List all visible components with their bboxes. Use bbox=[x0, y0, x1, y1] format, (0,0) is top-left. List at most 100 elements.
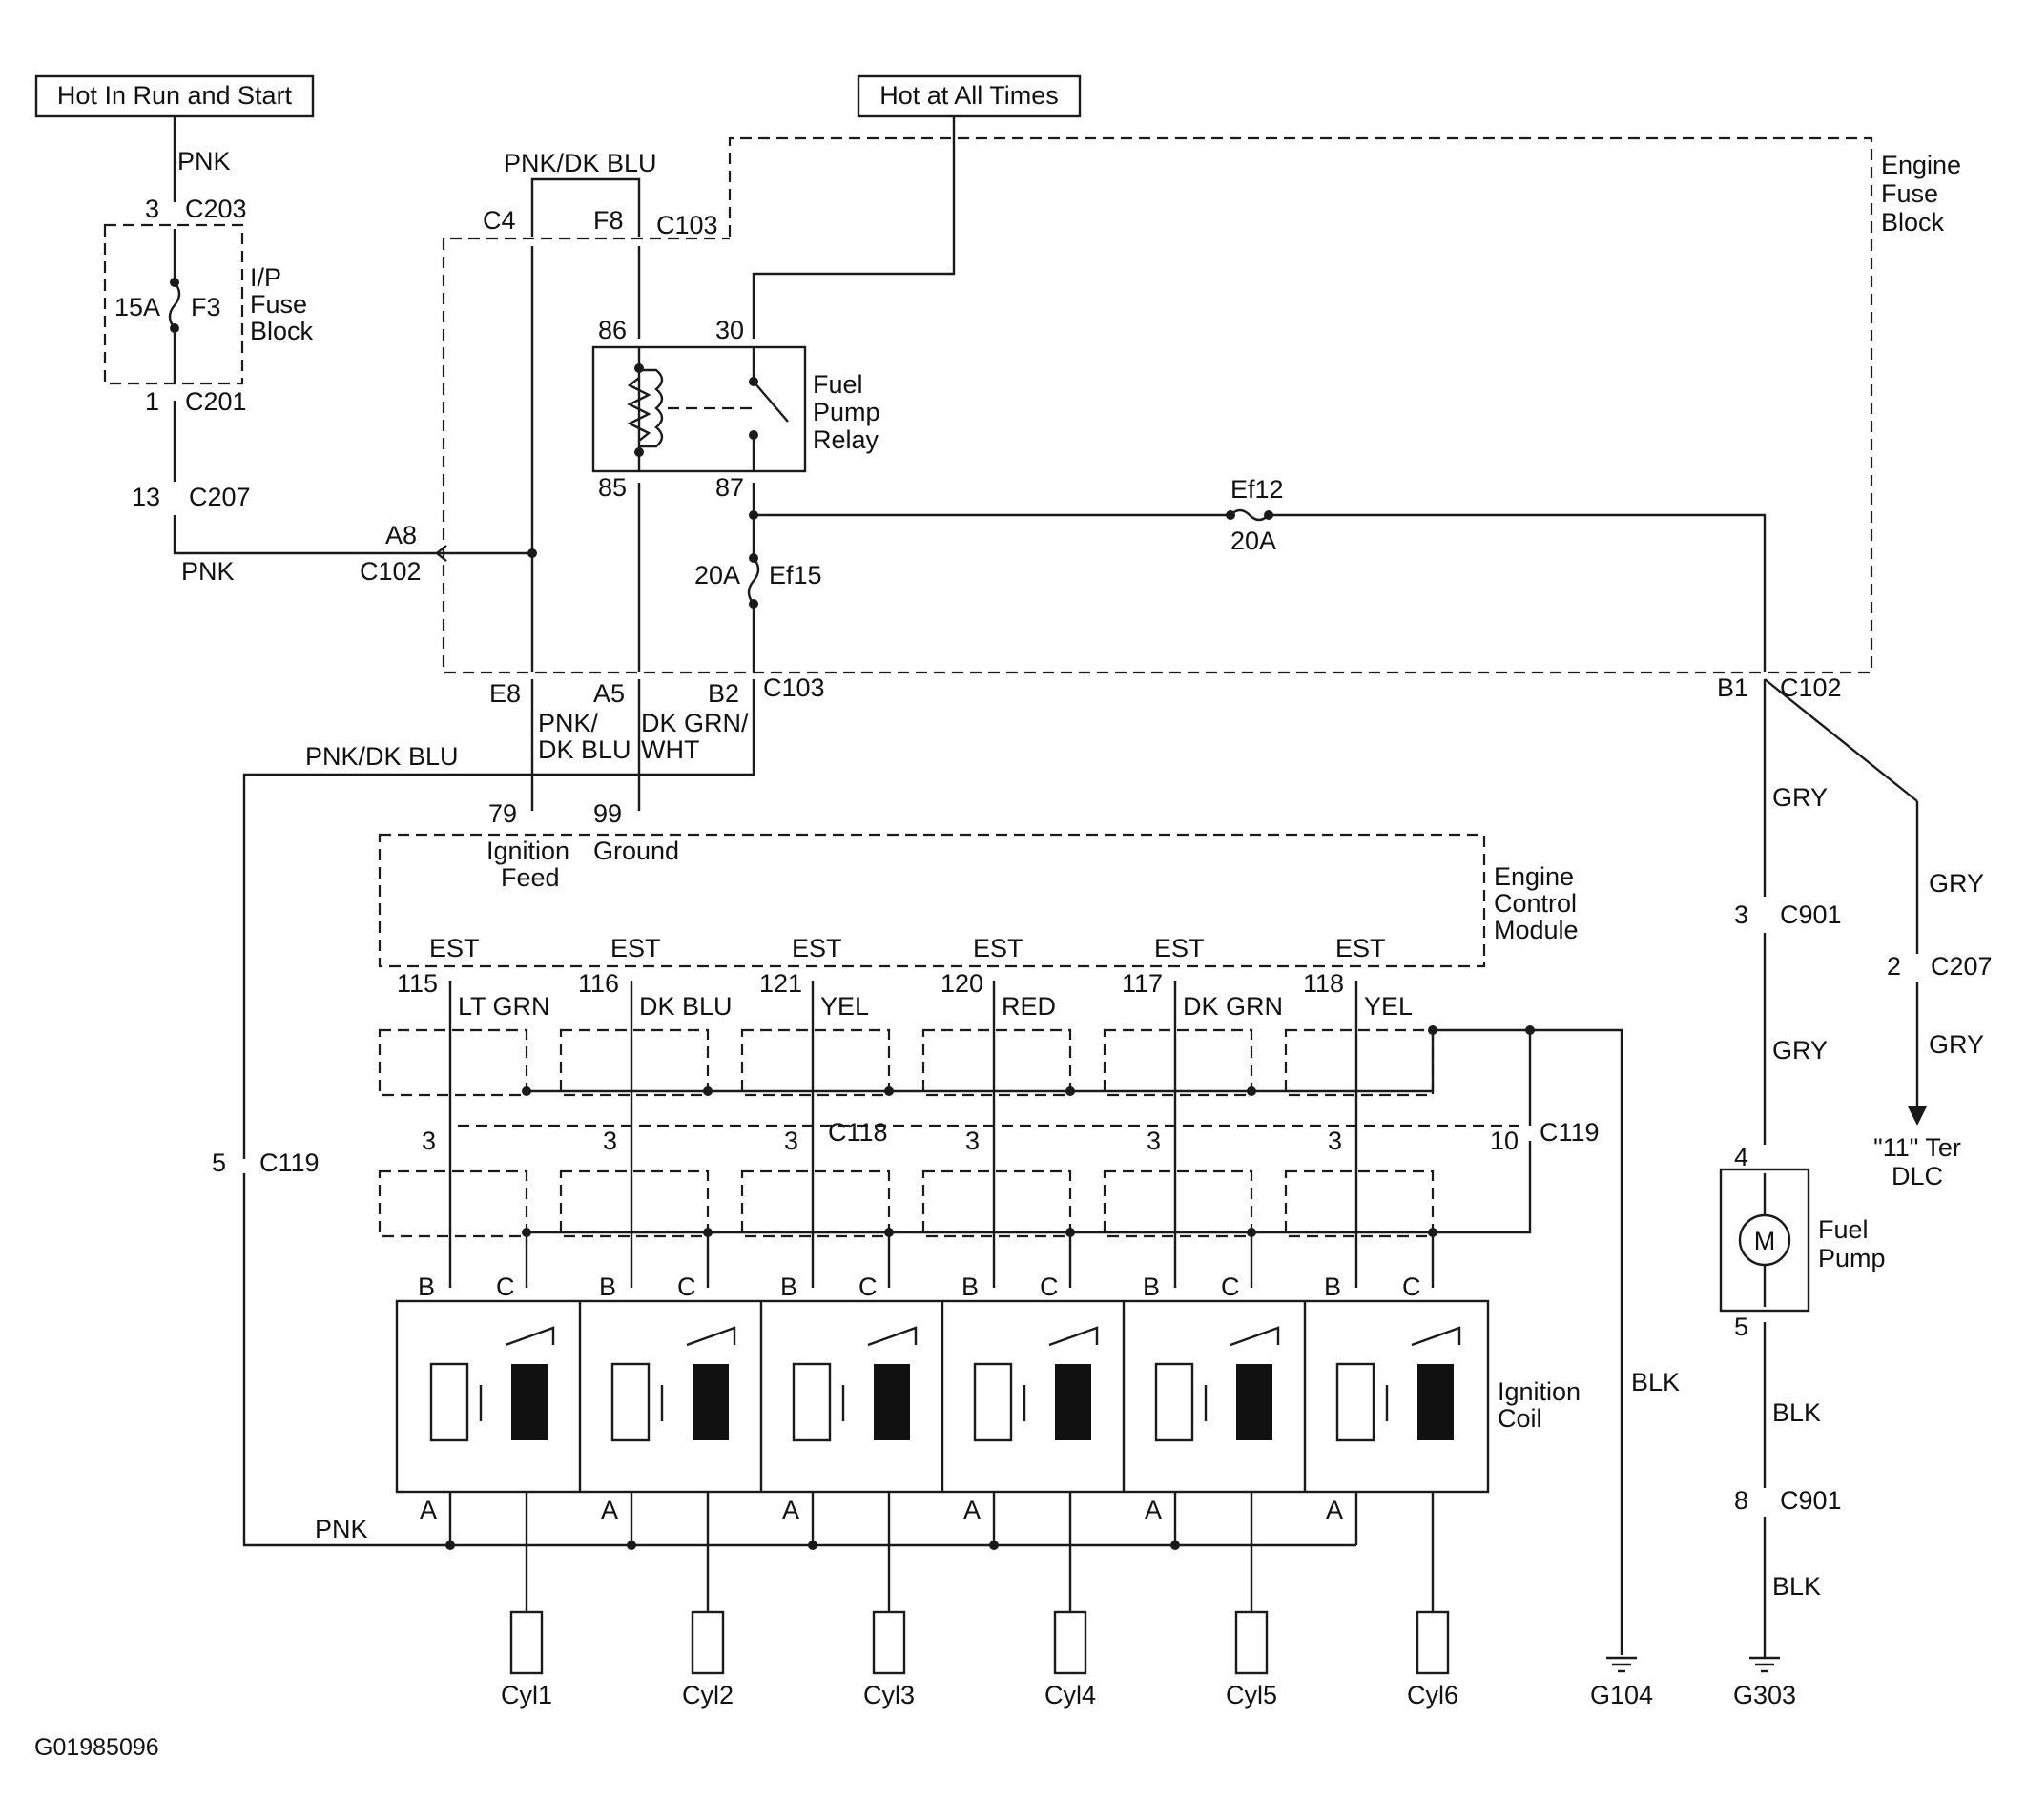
svg-text:C102: C102 bbox=[360, 557, 422, 586]
svg-text:F8: F8 bbox=[593, 206, 624, 235]
svg-text:BLK: BLK bbox=[1772, 1572, 1821, 1601]
svg-text:30: 30 bbox=[715, 316, 744, 344]
power-box-all-times bbox=[857, 74, 1082, 118]
svg-text:B: B bbox=[599, 1272, 616, 1301]
svg-text:B1: B1 bbox=[1717, 673, 1748, 702]
svg-text:85: 85 bbox=[598, 473, 627, 502]
svg-text:YEL: YEL bbox=[1364, 992, 1413, 1021]
svg-text:C207: C207 bbox=[1931, 952, 1993, 981]
svg-text:A: A bbox=[420, 1496, 437, 1524]
ignition-coil-1: B C A bbox=[418, 1272, 555, 1524]
svg-text:PNK: PNK bbox=[181, 557, 235, 586]
svg-text:DK GRN/: DK GRN/ bbox=[641, 709, 749, 737]
svg-text:10: 10 bbox=[1490, 1127, 1519, 1155]
svg-text:E8: E8 bbox=[489, 679, 521, 708]
svg-text:C: C bbox=[858, 1272, 878, 1301]
svg-text:C118: C118 bbox=[828, 1118, 888, 1147]
svg-text:C119: C119 bbox=[1540, 1118, 1600, 1147]
svg-text:GRY: GRY bbox=[1929, 869, 1984, 898]
ground-g104: BLK G104 bbox=[1590, 1368, 1680, 1709]
ignition-coil-block: Ignition Coil bbox=[395, 1299, 1581, 1494]
svg-text:Relay: Relay bbox=[813, 425, 879, 454]
svg-text:Ground: Ground bbox=[593, 837, 679, 865]
svg-text:F3: F3 bbox=[191, 293, 221, 321]
svg-text:Block: Block bbox=[250, 317, 314, 345]
svg-text:3: 3 bbox=[965, 1127, 980, 1155]
jumper-c4-f8: PNK/DK BLU C4 F8 C103 bbox=[483, 149, 718, 672]
svg-text:DK GRN: DK GRN bbox=[1183, 992, 1283, 1021]
svg-text:A: A bbox=[601, 1496, 618, 1524]
fuse-ef12-label: Ef12 bbox=[1230, 475, 1284, 504]
svg-text:C203: C203 bbox=[185, 195, 247, 223]
svg-text:I/P: I/P bbox=[250, 263, 281, 292]
engine-control-module: 79 99 Ignition Feed Ground Engine Contro… bbox=[378, 799, 1579, 968]
ignition-coil-5: B C A bbox=[1143, 1272, 1280, 1524]
svg-text:DK BLU: DK BLU bbox=[639, 992, 733, 1021]
svg-text:B: B bbox=[1324, 1272, 1341, 1301]
svg-text:YEL: YEL bbox=[820, 992, 869, 1021]
svg-text:Engine: Engine bbox=[1881, 151, 1961, 179]
ignition-coil-6: B C A bbox=[1324, 1272, 1461, 1524]
svg-text:A: A bbox=[1326, 1496, 1343, 1524]
svg-text:EST: EST bbox=[792, 934, 842, 962]
figure-id: G01985096 bbox=[34, 1734, 159, 1761]
svg-text:3: 3 bbox=[1734, 900, 1748, 929]
svg-text:4: 4 bbox=[1734, 1143, 1748, 1171]
est-channel-3: 121 YEL 3 C118 bbox=[740, 969, 891, 1288]
ignition-coil-3: B C A bbox=[780, 1272, 918, 1524]
svg-text:Pump: Pump bbox=[1818, 1244, 1886, 1272]
cylinder-6-label: Cyl6 bbox=[1407, 1681, 1458, 1709]
svg-text:BLK: BLK bbox=[1772, 1398, 1821, 1427]
svg-text:C901: C901 bbox=[1780, 1486, 1842, 1515]
svg-text:99: 99 bbox=[593, 799, 622, 828]
svg-text:DK BLU: DK BLU bbox=[538, 735, 631, 764]
svg-text:116: 116 bbox=[578, 969, 619, 998]
svg-text:B2: B2 bbox=[708, 679, 739, 708]
svg-text:B: B bbox=[1143, 1272, 1160, 1301]
c102-b1-connector: B1 C102 bbox=[1717, 673, 1919, 954]
svg-text:M: M bbox=[1754, 1227, 1776, 1255]
est-channel-4: 120 RED 3 bbox=[921, 969, 1072, 1288]
svg-text:A: A bbox=[963, 1496, 981, 1524]
svg-text:5: 5 bbox=[1734, 1313, 1748, 1341]
svg-text:C119: C119 bbox=[259, 1148, 320, 1177]
svg-text:BLK: BLK bbox=[1631, 1368, 1680, 1396]
svg-text:C: C bbox=[1040, 1272, 1059, 1301]
ip-fuse-circuit: PNK 3 C203 15A F3 I/P Fuse Block 1 C201 … bbox=[103, 116, 537, 586]
fuse-ef12-rating: 20A bbox=[1230, 527, 1276, 555]
cylinder-4-label: Cyl4 bbox=[1044, 1681, 1096, 1709]
svg-text:C4: C4 bbox=[483, 206, 516, 235]
svg-text:LT GRN: LT GRN bbox=[458, 992, 550, 1021]
engine-fuse-block bbox=[442, 136, 1873, 674]
svg-text:120: 120 bbox=[941, 969, 983, 998]
svg-text:C102: C102 bbox=[1780, 673, 1842, 702]
svg-text:G104: G104 bbox=[1590, 1681, 1653, 1709]
power-label-run-start: Hot In Run and Start bbox=[57, 81, 293, 110]
svg-text:Fuel: Fuel bbox=[1818, 1215, 1869, 1244]
svg-text:B: B bbox=[418, 1272, 435, 1301]
svg-text:Coil: Coil bbox=[1498, 1404, 1542, 1433]
svg-text:PNK/: PNK/ bbox=[538, 709, 599, 737]
svg-text:B: B bbox=[780, 1272, 797, 1301]
svg-text:3: 3 bbox=[145, 195, 159, 223]
svg-text:C201: C201 bbox=[185, 387, 247, 416]
est-channel-2: 116 DK BLU 3 bbox=[559, 969, 733, 1288]
svg-text:C: C bbox=[1402, 1272, 1421, 1301]
svg-text:3: 3 bbox=[1328, 1127, 1342, 1155]
svg-text:Feed: Feed bbox=[501, 863, 560, 892]
svg-text:3: 3 bbox=[784, 1127, 798, 1155]
svg-text:B: B bbox=[961, 1272, 979, 1301]
svg-text:C901: C901 bbox=[1780, 900, 1842, 929]
power-label-all-times: Hot at All Times bbox=[879, 81, 1059, 110]
svg-text:118: 118 bbox=[1303, 969, 1344, 998]
svg-text:3: 3 bbox=[422, 1127, 436, 1155]
svg-text:115: 115 bbox=[397, 969, 438, 998]
fuel-pump: 4 M Fuel Pump 5 bbox=[1719, 1143, 1886, 1341]
power-box-run-start bbox=[34, 74, 315, 118]
ground-g303: G303 bbox=[1733, 1656, 1796, 1709]
svg-text:G303: G303 bbox=[1733, 1681, 1796, 1709]
svg-text:Fuse: Fuse bbox=[1881, 179, 1938, 208]
svg-text:GRY: GRY bbox=[1772, 783, 1828, 812]
est-channel-5: 117 DK GRN 3 bbox=[1103, 969, 1283, 1288]
